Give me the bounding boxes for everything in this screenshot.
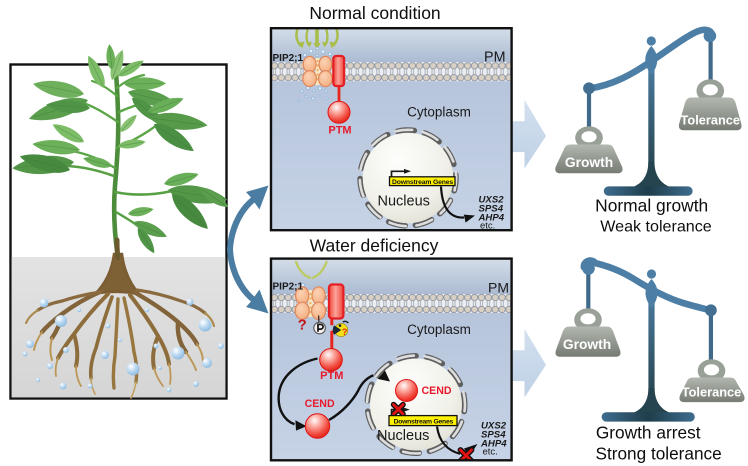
svg-text:Cytoplasm: Cytoplasm — [407, 322, 471, 337]
svg-text:Strong tolerance: Strong tolerance — [596, 443, 722, 463]
svg-text:Tolerance: Tolerance — [681, 112, 741, 127]
svg-text:CEND: CEND — [422, 385, 452, 397]
svg-text:PM: PM — [488, 280, 509, 296]
svg-text:Downstream Genes: Downstream Genes — [394, 418, 454, 425]
svg-text:AHP4: AHP4 — [480, 439, 507, 450]
svg-text:AHP4: AHP4 — [478, 213, 505, 224]
svg-text:Nucleus: Nucleus — [378, 194, 430, 210]
svg-text:?: ? — [342, 327, 348, 337]
svg-text:Downstream Genes: Downstream Genes — [392, 179, 453, 186]
svg-text:PTM: PTM — [328, 125, 351, 137]
svg-text:PM: PM — [484, 50, 505, 66]
svg-text:etc.: etc. — [483, 447, 498, 458]
svg-text:etc.: etc. — [480, 221, 495, 232]
svg-text:SPS4: SPS4 — [479, 204, 504, 215]
svg-text:Growth: Growth — [565, 155, 613, 170]
svg-text:?: ? — [298, 317, 307, 334]
svg-text:Normal condition: Normal condition — [309, 3, 440, 23]
svg-text:CEND: CEND — [305, 398, 335, 410]
svg-text:Cytoplasm: Cytoplasm — [407, 105, 471, 120]
svg-text:Weak tolerance: Weak tolerance — [600, 218, 712, 236]
svg-text:PIP2;1: PIP2;1 — [273, 53, 304, 64]
svg-text:UXS2: UXS2 — [481, 421, 507, 432]
svg-text:Tolerance: Tolerance — [682, 385, 742, 400]
svg-text:Nucleus: Nucleus — [377, 428, 429, 444]
svg-text:Growth: Growth — [563, 337, 611, 352]
svg-text:UXS2: UXS2 — [479, 195, 505, 206]
svg-text:SPS4: SPS4 — [481, 430, 506, 441]
svg-text:PTM: PTM — [320, 370, 343, 382]
svg-text:PIP2;1: PIP2;1 — [273, 282, 304, 293]
svg-text:Normal growth: Normal growth — [595, 196, 708, 216]
svg-text:Growth arrest: Growth arrest — [596, 422, 701, 442]
svg-text:Water deficiency: Water deficiency — [310, 236, 439, 256]
